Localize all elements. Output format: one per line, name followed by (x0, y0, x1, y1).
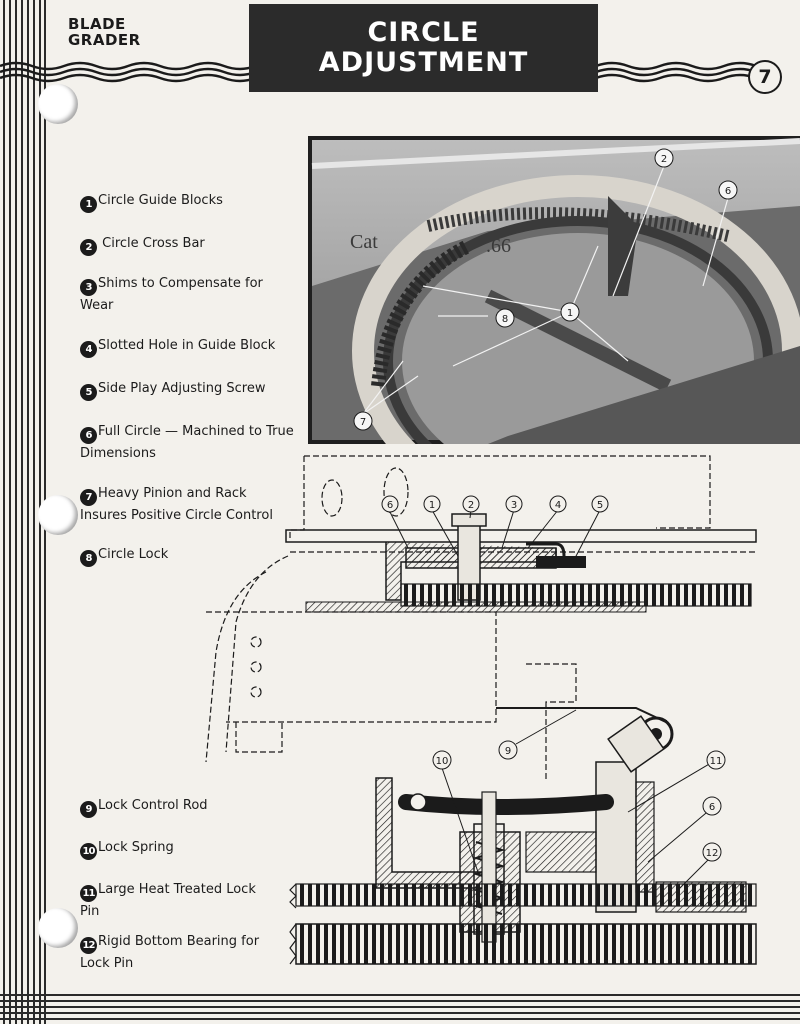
photo-text: Cat (350, 231, 378, 253)
punch-hole-bottom (38, 908, 78, 948)
legend-text: Lock Spring (98, 840, 174, 855)
diagram-callout-11: 11 (710, 756, 723, 767)
bottom-rules (0, 986, 800, 1024)
circle-cross-section-diagram: 6 1 2 3 4 5 9 10 11 6 12 (205, 455, 757, 965)
legend-num-icon: 8 (80, 550, 97, 567)
legend-text: Rigid Bottom Bearing for Lock Pin (80, 934, 260, 971)
photo-callout-2: 2 (661, 154, 667, 165)
legend-text: Circle Cross Bar (102, 236, 205, 251)
legend-text: Large Heat Treated Lock Pin (80, 882, 256, 919)
title-line2: ADJUSTMENT (318, 47, 529, 78)
wave-ornament-right (596, 61, 756, 83)
title-line1: CIRCLE (367, 17, 480, 48)
legend-num-icon: 3 (80, 279, 97, 296)
legend-text: Circle Guide Blocks (98, 193, 223, 208)
diagram-callout-3: 3 (511, 500, 517, 511)
legend-num-icon: 5 (80, 384, 97, 401)
diagram-callout-1: 1 (429, 500, 435, 511)
legend-text: Side Play Adjusting Screw (98, 381, 266, 396)
diagram-callout-9: 9 (505, 746, 511, 757)
legend-text: Shims to Compensate for Wear (80, 276, 263, 313)
legend-text: Heavy Pinion and Rack Insures Positive C… (80, 486, 273, 523)
legend-item-2: 2 Circle Cross Bar (80, 234, 305, 256)
page-number: 7 (748, 60, 782, 94)
legend-num-icon: 2 (80, 239, 97, 256)
wave-ornament-left (0, 61, 255, 83)
legend-num-icon: 9 (80, 801, 97, 818)
section-label-line1: BLADE (68, 15, 126, 33)
punch-hole-top (38, 84, 78, 124)
photo-callout-7: 7 (360, 417, 366, 428)
photo-callout-6: 6 (725, 186, 731, 197)
photo-callout-8: 8 (502, 314, 508, 325)
diagram-callout-6: 6 (387, 500, 393, 511)
legend-num-icon: 4 (80, 341, 97, 358)
legend-text: Lock Control Rod (98, 798, 208, 813)
photo-callout-1: 1 (567, 308, 573, 319)
page-title: CIRCLE ADJUSTMENT (249, 4, 598, 92)
diagram-callout-6-lower: 6 (709, 802, 715, 813)
legend-num-icon: 1 (80, 196, 97, 213)
legend-text: Slotted Hole in Guide Block (98, 338, 276, 353)
legend-text: Full Circle — Machined to True Dimension… (80, 424, 294, 461)
legend-text: Circle Lock (98, 547, 169, 562)
legend-num-icon: 6 (80, 427, 97, 444)
legend-num-icon: 12 (80, 937, 97, 954)
diagram-callout-4: 4 (555, 500, 561, 511)
circle-photo: Cat .66 2 6 8 1 7 (308, 136, 800, 444)
diagram-callout-2: 2 (468, 500, 474, 511)
legend-num-icon: 10 (80, 843, 97, 860)
section-label: BLADE GRADER (68, 16, 141, 48)
punch-hole-middle (38, 495, 78, 535)
diagram-callout-5: 5 (597, 500, 603, 511)
legend-num-icon: 11 (80, 885, 97, 902)
legend-num-icon: 7 (80, 489, 97, 506)
photo-text-2: .66 (486, 235, 511, 257)
section-label-line2: GRADER (68, 31, 141, 49)
diagram-callout-12: 12 (706, 848, 719, 859)
diagram-callout-10: 10 (436, 756, 449, 767)
